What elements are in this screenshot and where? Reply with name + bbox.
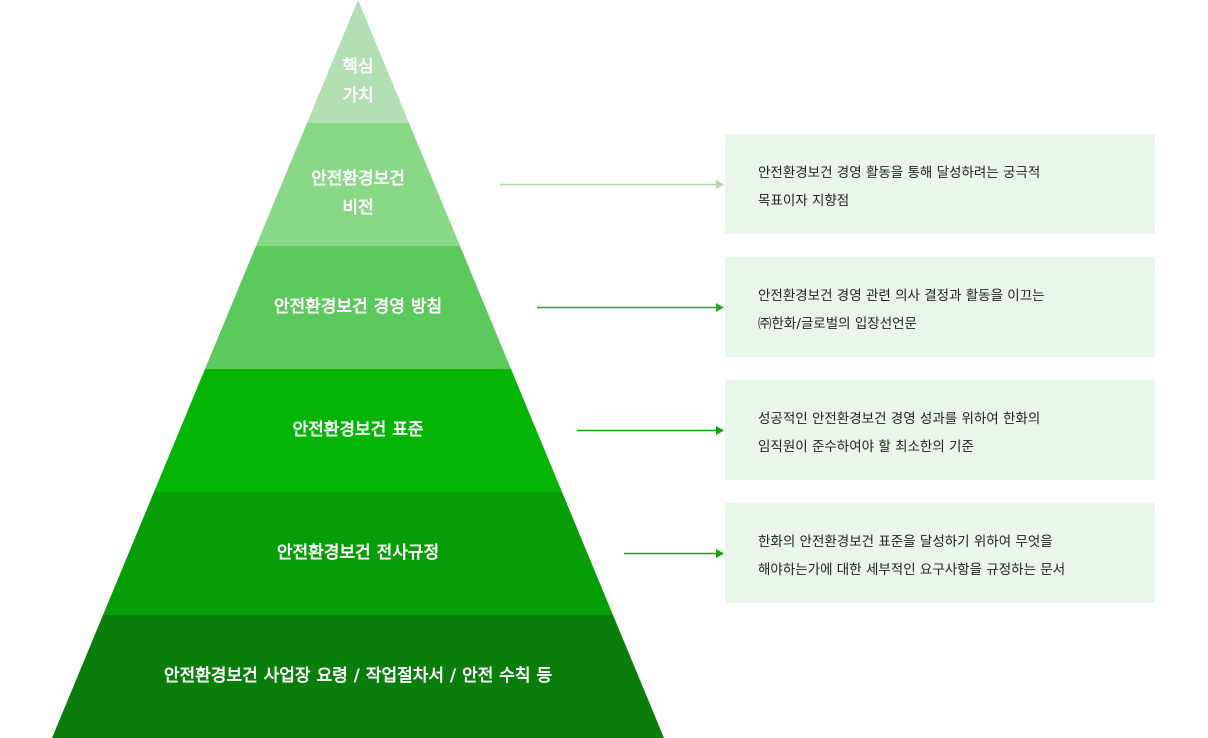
tier-label-core-value: 핵심 가치 — [308, 53, 408, 111]
description-line: ㈜한화/글로벌의 입장선언문 — [758, 316, 917, 332]
description-box-regulation: 한화의 안전환경보건 표준을 달성하기 위하여 무엇을 해야하는가에 대한 세부… — [725, 503, 1155, 603]
tier-label-vision: 안전환경보건 비전 — [258, 165, 458, 223]
tier-label-line: 안전환경보건 — [311, 169, 405, 189]
arrow-0 — [500, 180, 724, 189]
description-line: 안전환경보건 경영 활동을 통해 달성하려는 궁극적 — [758, 165, 1041, 181]
arrow-2 — [577, 426, 724, 435]
arrow-head-icon — [716, 303, 724, 312]
description-box-standard: 성공적인 안전환경보건 경영 성과를 위하여 한화의 임직원이 준수하여야 할 … — [725, 380, 1155, 480]
description-line: 임직원이 준수하여야 할 최소한의 기준 — [758, 439, 974, 455]
tier-label-standard: 안전환경보건 표준 — [158, 416, 558, 445]
description-line: 해야하는가에 대한 세부적인 요구사항을 규정하는 문서 — [758, 562, 1066, 578]
pyramid-tier-3 — [154, 369, 562, 492]
pyramid-tier-0 — [307, 0, 409, 123]
pyramid-tier-4 — [103, 492, 613, 615]
description-line: 성공적인 안전환경보건 경영 성과를 위하여 한화의 — [758, 411, 1041, 427]
tier-label-line: 핵심 — [342, 57, 374, 77]
tier-label-regulation: 안전환경보건 전사규정 — [108, 539, 608, 568]
tier-label-procedures: 안전환경보건 사업장 요령 / 작업절차서 / 안전 수칙 등 — [58, 662, 658, 691]
arrow-head-icon — [716, 426, 724, 435]
arrow-head-icon — [716, 549, 724, 558]
pyramid-tier-2 — [205, 246, 511, 369]
description-box-vision: 안전환경보건 경영 활동을 통해 달성하려는 궁극적 목표이자 지향점 — [725, 134, 1155, 234]
tier-label-line: 안전환경보건 사업장 요령 / 작업절차서 / 안전 수칙 등 — [163, 666, 553, 686]
tier-label-line: 비전 — [342, 198, 374, 218]
description-line: 목표이자 지향점 — [758, 193, 850, 209]
tier-label-line: 안전환경보건 경영 방침 — [273, 297, 443, 317]
tier-label-line: 가치 — [342, 86, 374, 106]
tier-label-line: 안전환경보건 전사규정 — [276, 543, 440, 563]
description-line: 안전환경보건 경영 관련 의사 결정과 활동을 이끄는 — [758, 288, 1045, 304]
description-line: 한화의 안전환경보건 표준을 달성하기 위하여 무엇을 — [758, 534, 1053, 550]
arrow-head-icon — [716, 180, 724, 189]
description-box-policy: 안전환경보건 경영 관련 의사 결정과 활동을 이끄는 ㈜한화/글로벌의 입장선… — [725, 257, 1155, 357]
pyramid-tier-5 — [52, 615, 664, 738]
arrow-1 — [537, 303, 724, 312]
tier-label-line: 안전환경보건 표준 — [292, 420, 424, 440]
pyramid-tier-1 — [256, 123, 460, 246]
arrow-3 — [624, 549, 724, 558]
tier-label-policy: 안전환경보건 경영 방침 — [208, 293, 508, 322]
